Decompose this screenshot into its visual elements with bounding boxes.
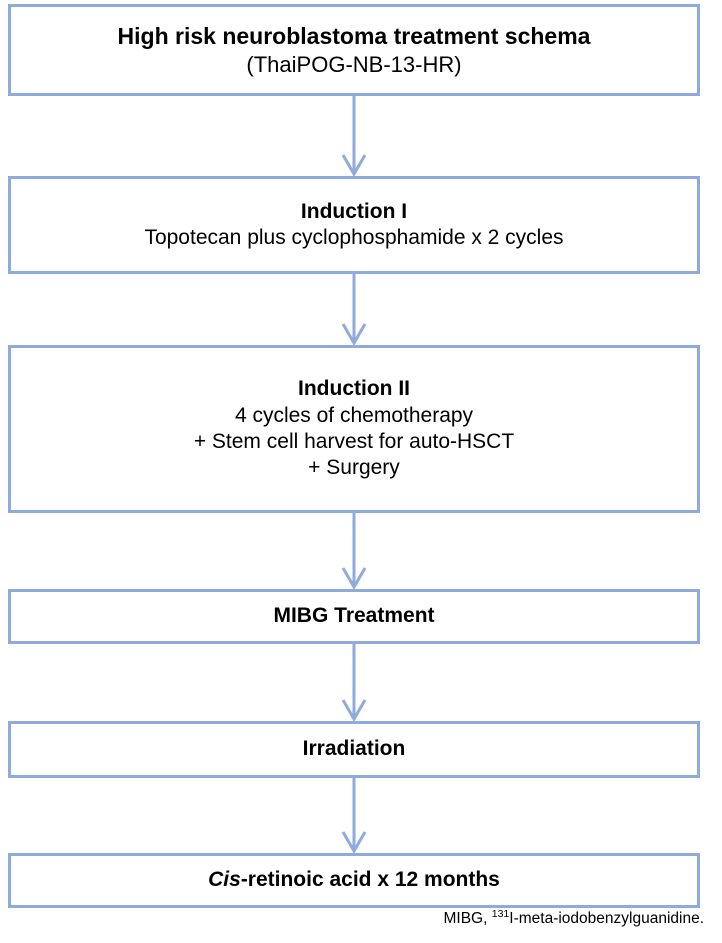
node-title-line-1: High risk neuroblastoma treatment schema: [117, 22, 591, 49]
node-induction-2-line-2: 4 cycles of chemotherapy: [234, 403, 474, 427]
flowchart-node-irradiation: Irradiation: [8, 721, 700, 778]
footnote-suffix: I-meta-iodobenzylguanidine.: [509, 910, 704, 927]
node-induction-2-line-1: Induction II: [298, 377, 410, 401]
footnote-superscript: 131: [491, 907, 510, 920]
node-mibg-label: MIBG Treatment: [273, 604, 435, 628]
node-irradiation-label: Irradiation: [302, 737, 406, 761]
node-induction-2-line-3: + Stem cell harvest for auto-HSCT: [193, 430, 515, 453]
down-arrow-icon: [334, 778, 374, 854]
node-induction-2-line-4: + Surgery: [308, 456, 400, 480]
flowchart-node-title: High risk neuroblastoma treatment schema…: [8, 4, 700, 96]
down-arrow-icon: [334, 513, 374, 590]
flowchart-node-mibg-treatment: MIBG Treatment: [8, 589, 700, 644]
node-cis-label-rest: -retinoic acid x 12 months: [240, 868, 500, 892]
footnote-prefix: MIBG,: [443, 910, 492, 927]
node-title-line-2: (ThaiPOG-NB-13-HR): [246, 51, 462, 77]
down-arrow-icon: [334, 644, 374, 722]
node-induction-1-line-1: Induction I: [300, 199, 408, 223]
node-cis-label-italic: Cis: [208, 868, 241, 892]
flowchart-node-induction-2: Induction II 4 cycles of chemotherapy + …: [8, 345, 700, 513]
node-induction-1-line-2: Topotecan plus cyclophosphamide x 2 cycl…: [144, 226, 564, 249]
footnote: MIBG, 131I-meta-iodobenzylguanidine.: [443, 907, 705, 928]
node-cis-label: Cis-retinoic acid x 12 months: [208, 867, 500, 893]
flowchart-node-induction-1: Induction I Topotecan plus cyclophospham…: [8, 176, 700, 274]
flowchart-node-cis-retinoic-acid: Cis-retinoic acid x 12 months: [8, 853, 700, 908]
down-arrow-icon: [334, 274, 374, 346]
down-arrow-icon: [334, 96, 374, 177]
